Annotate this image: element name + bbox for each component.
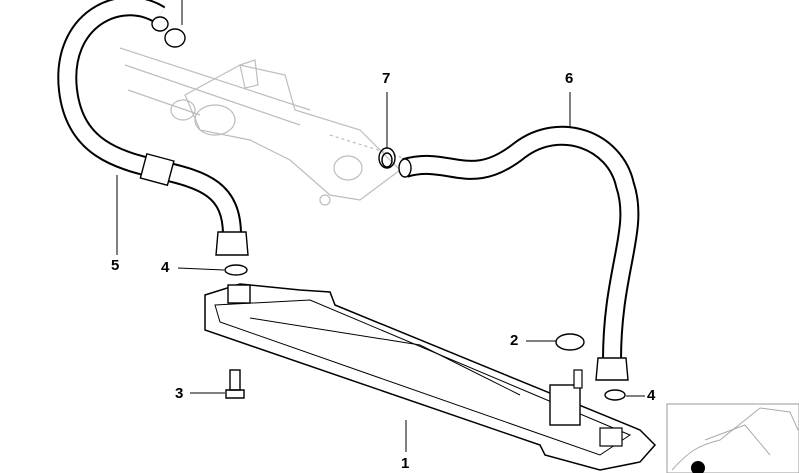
callout-3: 3 bbox=[175, 385, 184, 402]
location-marker-icon bbox=[691, 461, 705, 473]
callout-4: 4 bbox=[161, 259, 170, 276]
callout-5: 5 bbox=[111, 257, 120, 274]
coolant-flange-ghost bbox=[119, 47, 411, 206]
seal-ring-2 bbox=[555, 333, 585, 351]
seal-ring-4a bbox=[224, 264, 248, 276]
callout-7: 7 bbox=[382, 70, 391, 87]
callout-2: 2 bbox=[510, 332, 519, 349]
hose-clamp-top bbox=[164, 0, 186, 48]
callout-4-right: 4 bbox=[647, 387, 656, 404]
leader-lines bbox=[116, 92, 645, 452]
seal-ring-4b bbox=[604, 389, 626, 401]
callout-1: 1 bbox=[401, 455, 410, 472]
car-location-thumbnail bbox=[666, 403, 799, 473]
callout-6: 6 bbox=[565, 70, 574, 87]
hose-5 bbox=[57, 0, 249, 256]
hose-6 bbox=[398, 125, 640, 381]
oil-cooler-1 bbox=[204, 283, 657, 471]
hose-clamp-7 bbox=[378, 147, 396, 169]
bolt-3 bbox=[225, 369, 245, 399]
